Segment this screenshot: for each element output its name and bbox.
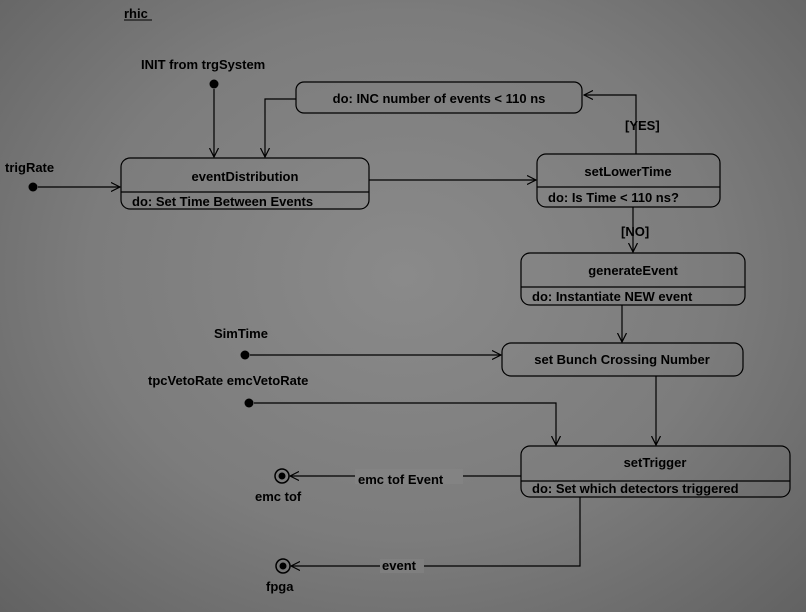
set-trigger-to-fpga-arrow — [291, 497, 581, 566]
bunch-crossing-label: set Bunch Crossing Number — [534, 352, 710, 367]
fpga-final-state-dot — [279, 562, 287, 570]
veto-start-dot — [244, 398, 254, 408]
generate-event-state[interactable] — [520, 252, 746, 306]
trigrate-start-dot — [28, 182, 38, 192]
set-trigger-state[interactable] — [520, 445, 791, 498]
set-lower-time-action: do: Is Time < 110 ns? — [548, 190, 679, 205]
event-distribution-state[interactable] — [120, 157, 370, 210]
fpga-output-label: fpga — [266, 579, 294, 594]
event-distribution-action: do: Set Time Between Events — [132, 194, 313, 209]
bunch-crossing-state[interactable] — [501, 342, 744, 377]
emc-tof-final-state-ring — [274, 468, 290, 484]
inc-events-to-event-distribution-arrow — [265, 98, 296, 157]
set-trigger-action: do: Set which detectors triggered — [532, 481, 739, 496]
emc-tof-output-label: emc tof — [255, 489, 302, 504]
yes-transition-arrow — [584, 95, 637, 154]
set-trigger-name: setTrigger — [624, 455, 687, 470]
veto-to-set-trigger-arrow — [254, 402, 556, 445]
set-lower-time-name: setLowerTime — [584, 164, 671, 179]
init-start-dot — [209, 79, 219, 89]
inc-events-label: do: INC number of events < 110 ns — [333, 91, 546, 106]
yes-guard-label: [YES] — [625, 118, 660, 133]
inc-events-state[interactable] — [295, 81, 583, 114]
diagram-title: rhic — [124, 6, 148, 21]
emc-tof-final-state-dot — [278, 472, 286, 480]
event-label: event — [382, 558, 417, 573]
simtime-label: SimTime — [214, 326, 268, 341]
fpga-final-state-ring — [275, 558, 291, 574]
emc-tof-event-label: emc tof Event — [358, 472, 444, 487]
simtime-start-dot — [240, 350, 250, 360]
emc-tof-event-label-mask — [355, 469, 463, 484]
event-label-mask — [380, 559, 424, 573]
set-lower-time-state[interactable] — [536, 153, 721, 208]
veto-rates-label: tpcVetoRate emcVetoRate — [148, 373, 308, 388]
no-guard-label: [NO] — [621, 224, 649, 239]
generate-event-action: do: Instantiate NEW event — [532, 289, 693, 304]
init-label: INIT from trgSystem — [141, 57, 265, 72]
generate-event-name: generateEvent — [588, 263, 678, 278]
trigrate-label: trigRate — [5, 160, 54, 175]
event-distribution-name: eventDistribution — [192, 169, 299, 184]
